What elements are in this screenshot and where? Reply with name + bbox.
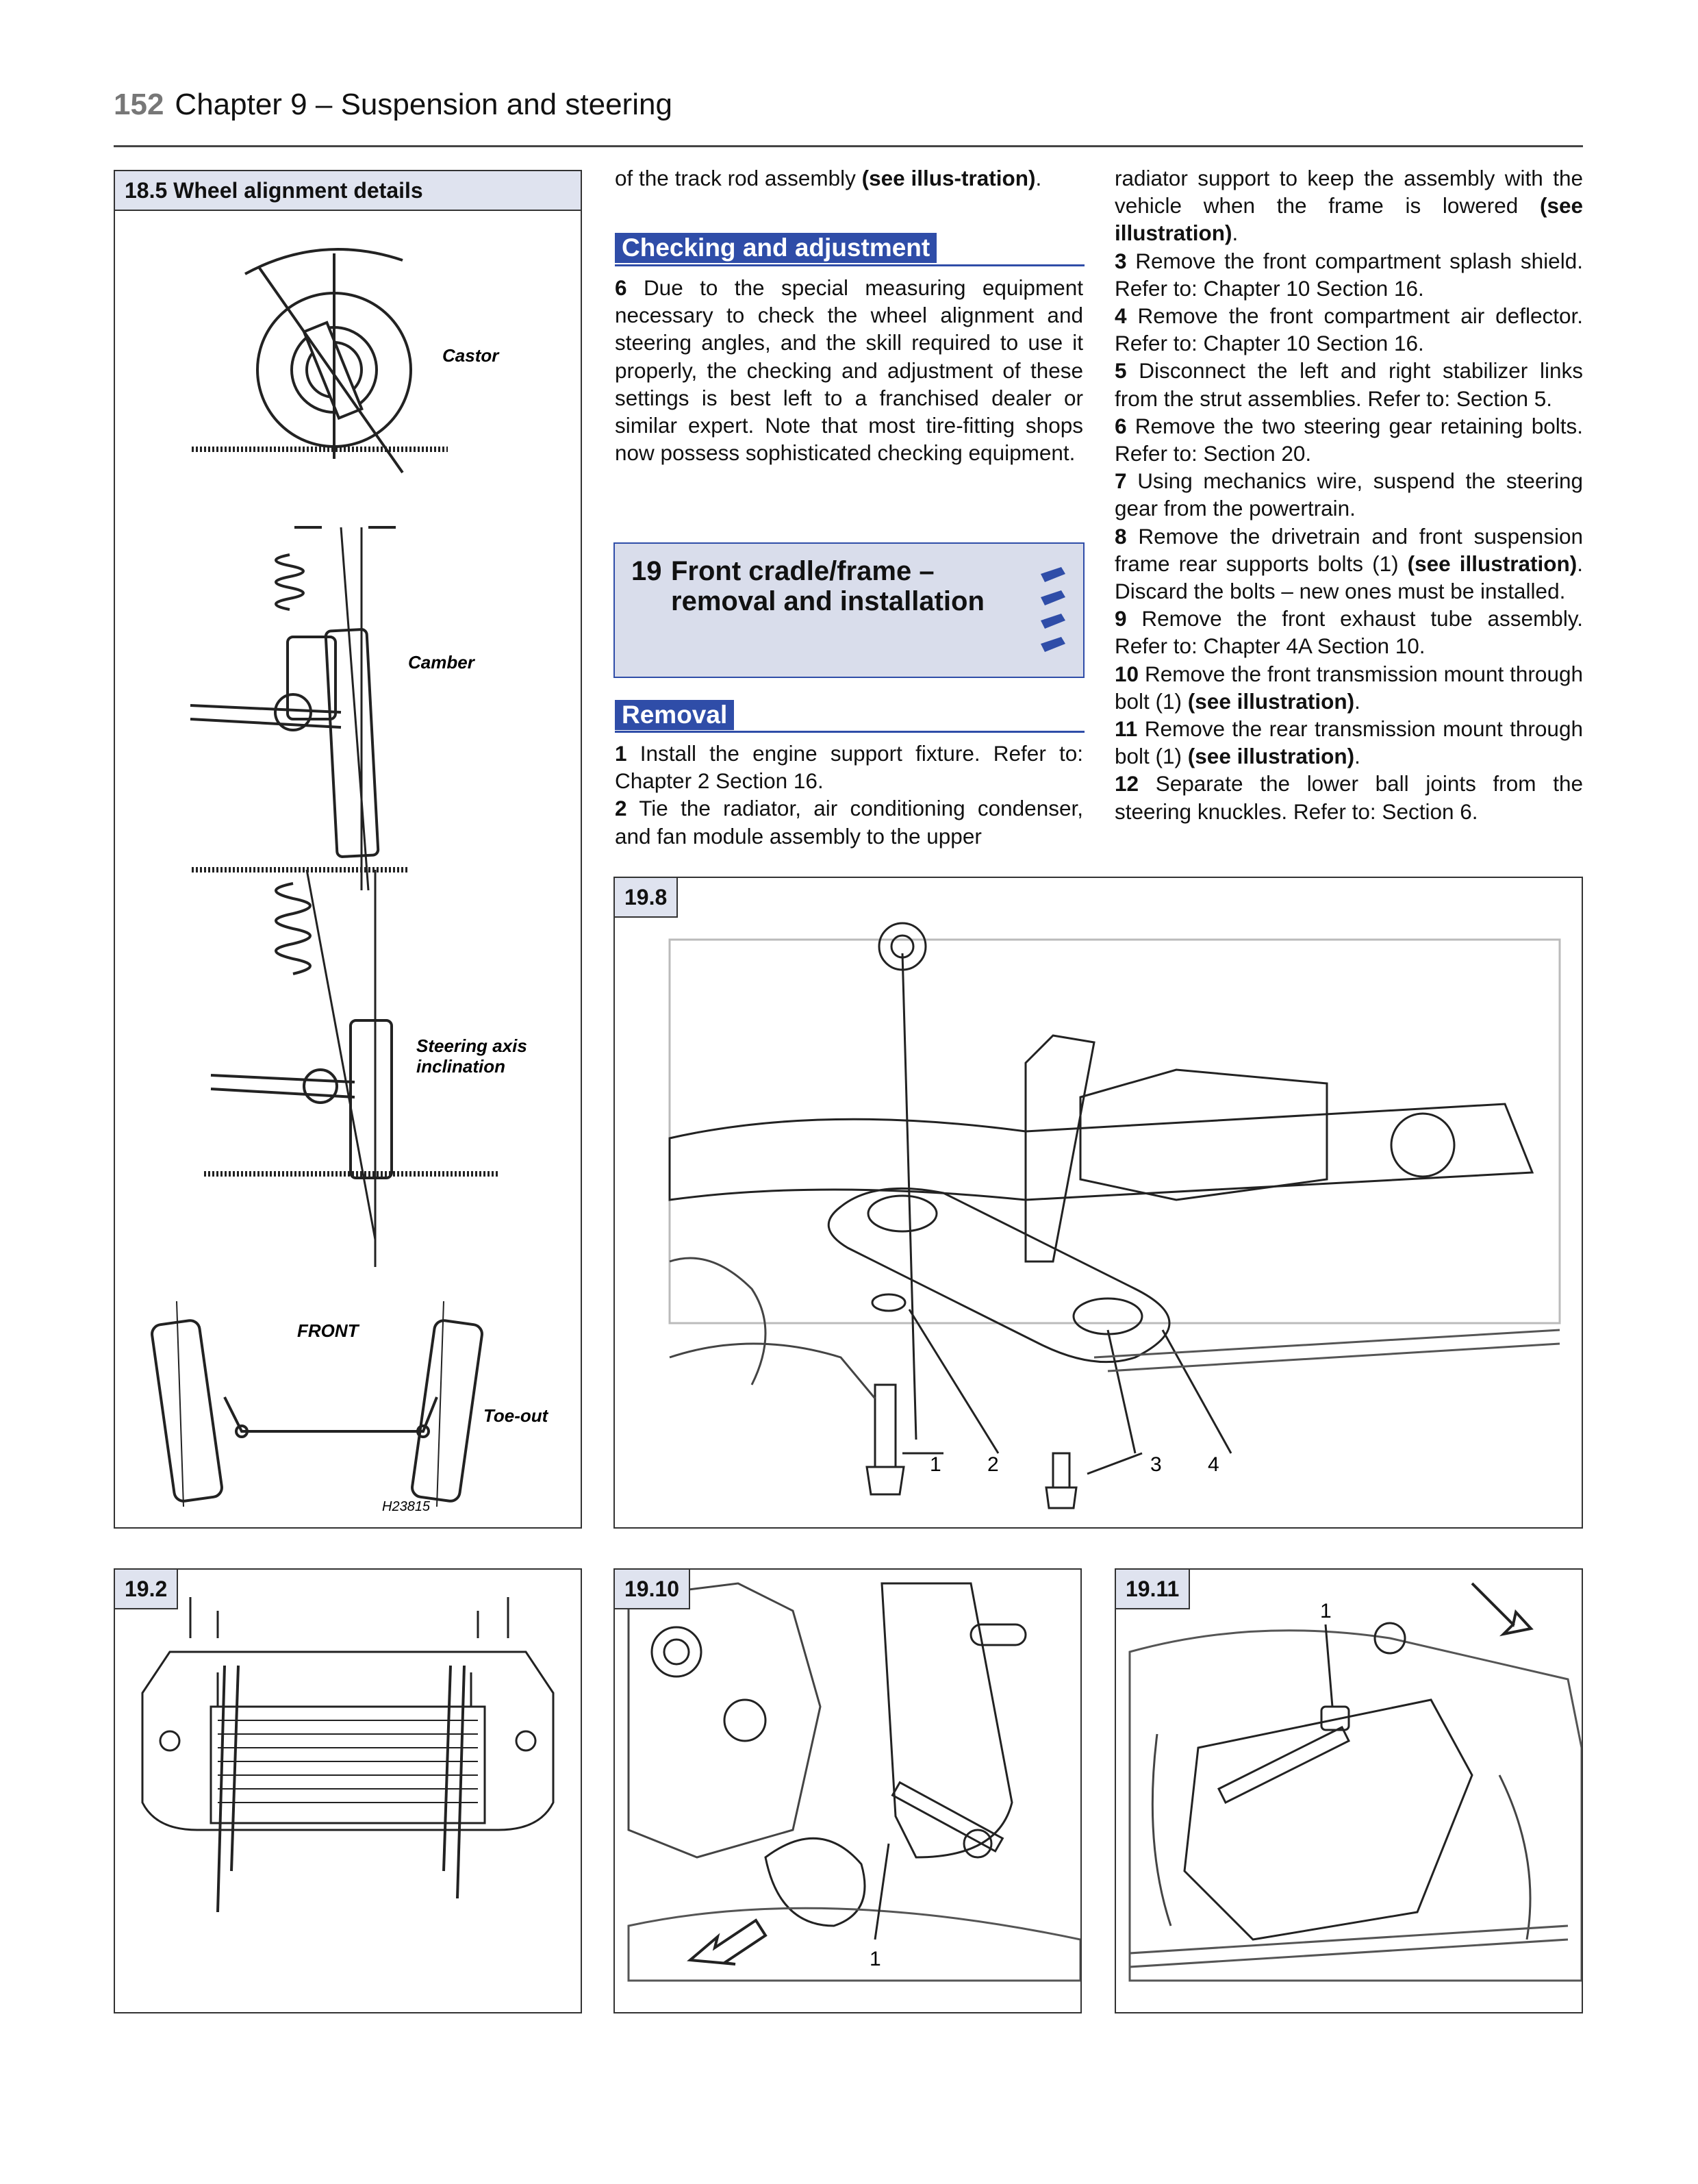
callout-2: 2 bbox=[987, 1453, 999, 1476]
checking-heading: Checking and adjustment bbox=[615, 233, 937, 263]
front-transmission-mount-drawing: 1 bbox=[627, 1582, 1080, 1982]
paragraph-10: 10 Remove the front transmission mount t… bbox=[1115, 661, 1583, 714]
steering-axis-label-1: Steering axis bbox=[416, 1035, 527, 1056]
figure-label: 19.10 bbox=[615, 1570, 691, 1609]
figure-label: 19.2 bbox=[115, 1570, 179, 1609]
removal-rule bbox=[615, 731, 1085, 733]
paragraph-6: 6 Remove the two steering gear retaining… bbox=[1115, 413, 1583, 466]
column-2-checking: 6 Due to the special measuring equipment… bbox=[615, 274, 1083, 466]
paragraph-11: 11 Remove the rear transmission mount th… bbox=[1115, 716, 1583, 769]
continued-paragraph: of the track rod assembly (see illus-tra… bbox=[615, 166, 1042, 190]
figure-label: 18.5 Wheel alignment details bbox=[115, 171, 581, 211]
callout-1: 1 bbox=[930, 1453, 941, 1476]
chapter-title: Chapter 9 – Suspension and steering bbox=[175, 88, 672, 121]
page-number: 152 bbox=[114, 88, 164, 121]
paragraph-2-cont: radiator support to keep the assembly wi… bbox=[1115, 166, 1583, 246]
column-3: radiator support to keep the assembly wi… bbox=[1115, 164, 1583, 825]
rear-transmission-mount-drawing: 1 bbox=[1128, 1582, 1582, 1982]
page-header: 152 Chapter 9 – Suspension and steering bbox=[114, 88, 672, 122]
paragraph-1: 1 Install the engine support fixture. Re… bbox=[615, 741, 1083, 794]
paragraph-3: 3 Remove the front compartment splash sh… bbox=[1115, 248, 1583, 301]
section-number: 19 bbox=[631, 556, 662, 586]
figure-19-10: 1 19.10 bbox=[613, 1568, 1082, 2013]
radiator-support-drawing bbox=[141, 1597, 555, 1913]
wheel-alignment-drawing: Castor Camber Steering axis inclination … bbox=[151, 248, 549, 1514]
figure-label: 19.11 bbox=[1116, 1570, 1191, 1609]
checking-rule bbox=[615, 264, 1085, 266]
paragraph-5: 5 Disconnect the left and right stabiliz… bbox=[1115, 358, 1583, 411]
difficulty-spanner-icon bbox=[1041, 567, 1065, 652]
callout-4: 4 bbox=[1208, 1453, 1219, 1476]
column-2-removal: 1 Install the engine support fixture. Re… bbox=[615, 740, 1083, 850]
front-label: FRONT bbox=[297, 1320, 360, 1341]
callout-1: 1 bbox=[870, 1948, 881, 1970]
paragraph-8: 8 Remove the drivetrain and front suspen… bbox=[1115, 523, 1583, 604]
callout-3: 3 bbox=[1150, 1453, 1162, 1476]
drawing-ref: H23815 bbox=[382, 1499, 431, 1514]
paragraph-7: 7 Using mechanics wire, suspend the stee… bbox=[1115, 468, 1583, 521]
castor-label: Castor bbox=[442, 345, 500, 366]
paragraph-2: 2 Tie the radiator, air conditioning con… bbox=[615, 796, 1083, 849]
front-frame-drawing: 1 2 3 4 bbox=[668, 922, 1561, 1509]
column-2-top: of the track rod assembly (see illus-tra… bbox=[615, 164, 1083, 192]
camber-label: Camber bbox=[408, 652, 476, 673]
figure-19-8: 1 2 3 4 19.8 bbox=[613, 877, 1583, 1529]
removal-heading: Removal bbox=[615, 700, 735, 730]
paragraph-12: 12 Separate the lower ball joints from t… bbox=[1115, 771, 1583, 824]
callout-1: 1 bbox=[1320, 1600, 1332, 1622]
header-rule bbox=[114, 145, 1583, 147]
paragraph-9: 9 Remove the front exhaust tube assembly… bbox=[1115, 606, 1583, 659]
figure-label: 19.8 bbox=[615, 878, 679, 918]
steering-axis-label-2: inclination bbox=[416, 1056, 505, 1077]
paragraph-4: 4 Remove the front compartment air defle… bbox=[1115, 303, 1583, 356]
figure-18-5: Castor Camber Steering axis inclination … bbox=[114, 170, 582, 1529]
section-title: Front cradle/frame – removal and install… bbox=[671, 556, 985, 616]
figure-19-11: 1 19.11 bbox=[1115, 1568, 1583, 2013]
section-19-heading: 19 Front cradle/frame – removal and inst… bbox=[613, 542, 1085, 678]
figure-19-2: 19.2 bbox=[114, 1568, 582, 2013]
paragraph-6: 6 Due to the special measuring equipment… bbox=[615, 275, 1083, 466]
toe-out-label: Toe-out bbox=[483, 1405, 549, 1426]
